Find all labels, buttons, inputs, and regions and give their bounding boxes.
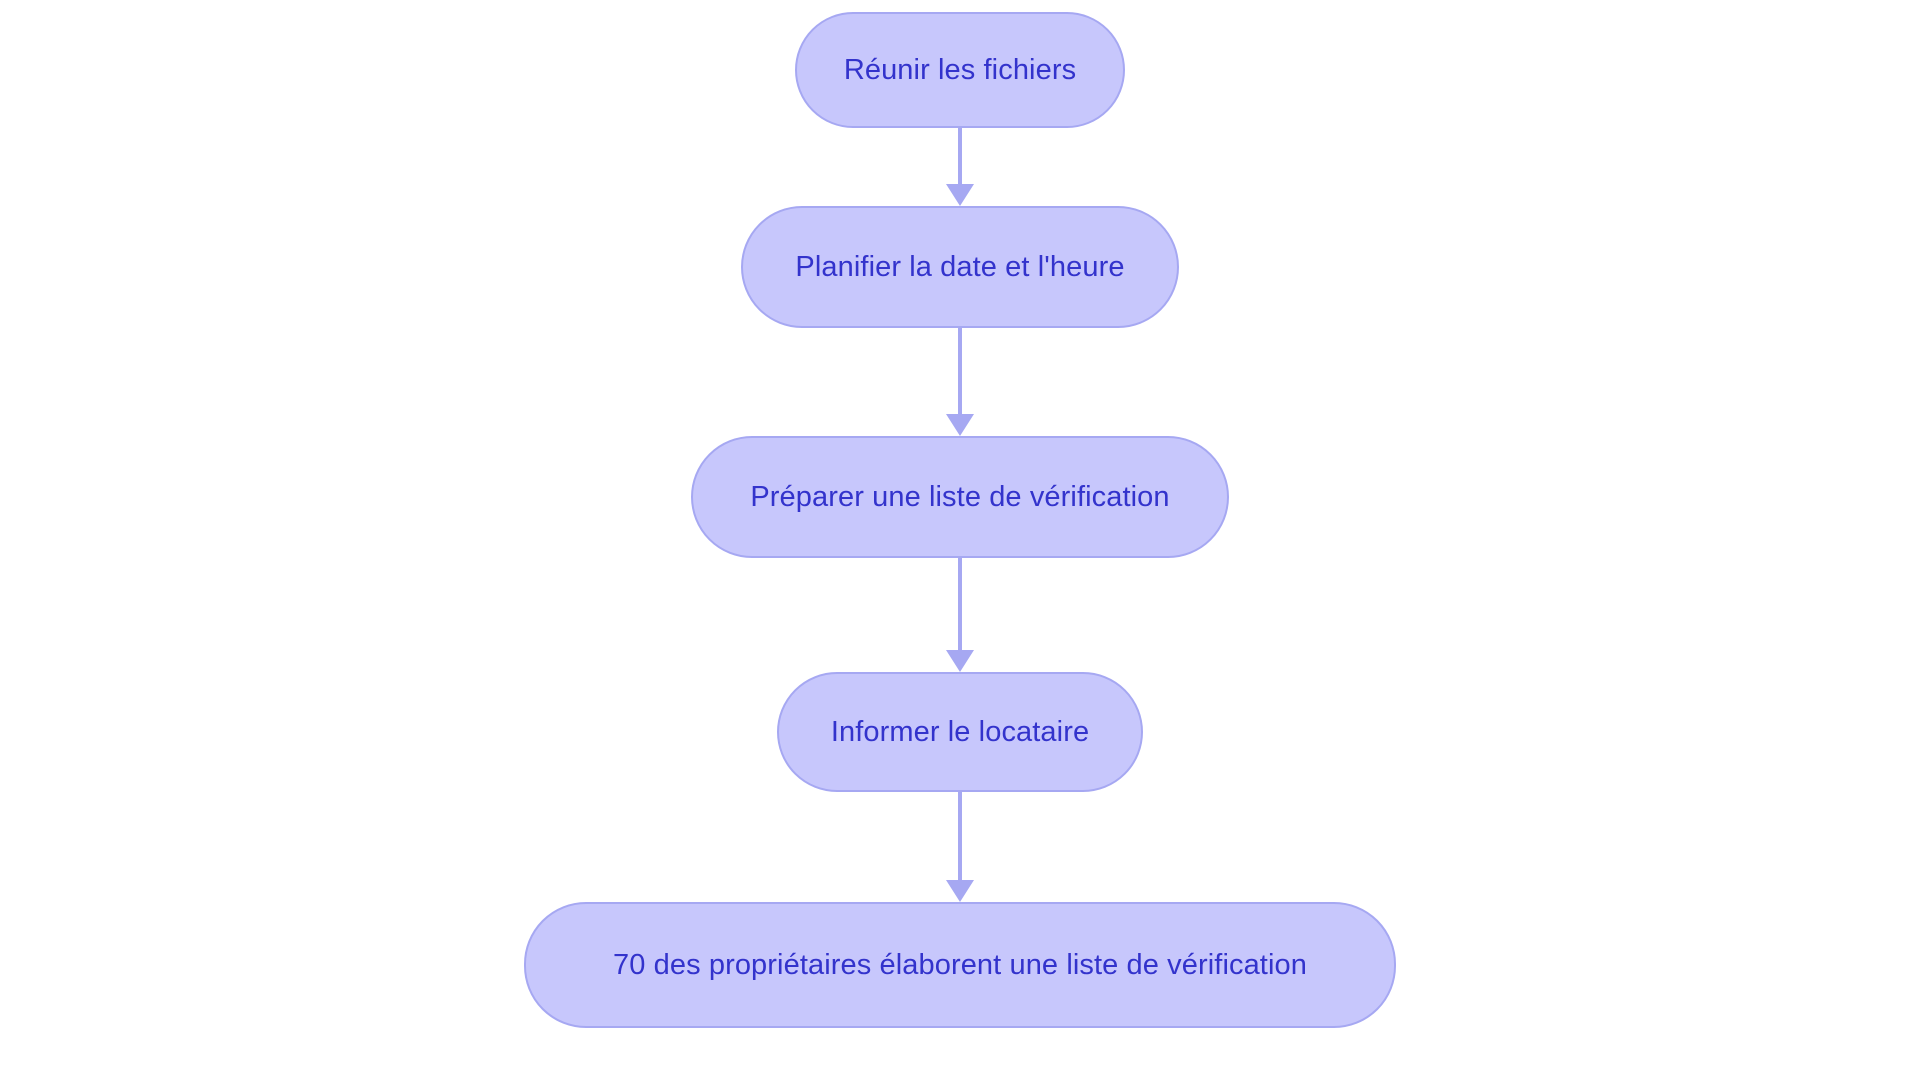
down-arrow-icon bbox=[946, 880, 974, 902]
flowchart-node-1-label: Réunir les fichiers bbox=[843, 53, 1077, 86]
flowchart-node-4-label: Informer le locataire bbox=[830, 715, 1090, 748]
flowchart-node-3-label: Préparer une liste de vérification bbox=[750, 480, 1170, 513]
connector-line bbox=[958, 792, 962, 880]
connector-line bbox=[958, 558, 962, 650]
down-arrow-icon bbox=[946, 650, 974, 672]
down-arrow-icon bbox=[946, 184, 974, 206]
flowchart-node-1[interactable]: Réunir les fichiers bbox=[795, 12, 1125, 128]
connector-line bbox=[958, 128, 962, 184]
flowchart-connector-1 bbox=[945, 128, 975, 206]
flowchart-connector-2 bbox=[945, 328, 975, 436]
down-arrow-icon bbox=[946, 414, 974, 436]
flowchart-node-5-label: 70 des propriétaires élaborent une liste… bbox=[613, 948, 1307, 981]
flowchart-node-3[interactable]: Préparer une liste de vérification bbox=[691, 436, 1229, 558]
flowchart-node-4[interactable]: Informer le locataire bbox=[777, 672, 1143, 792]
connector-line bbox=[958, 328, 962, 414]
flowchart-node-2-label: Planifier la date et l'heure bbox=[795, 250, 1125, 283]
flowchart-connector-3 bbox=[945, 558, 975, 672]
flowchart-node-2[interactable]: Planifier la date et l'heure bbox=[741, 206, 1179, 328]
flowchart-node-5[interactable]: 70 des propriétaires élaborent une liste… bbox=[524, 902, 1396, 1028]
flowchart-connector-4 bbox=[945, 792, 975, 902]
